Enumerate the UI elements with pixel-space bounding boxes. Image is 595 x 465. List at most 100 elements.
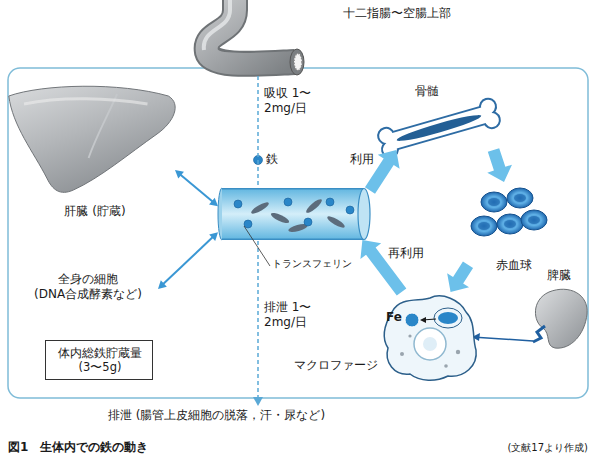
path-shape [24,99,148,104]
ellipse-shape [304,197,323,214]
macrophage-cell: Feマクロファージ [380,292,478,384]
path-shape [9,86,175,192]
path-shape [207,0,295,64]
ellipse-shape [471,216,497,236]
arrowhead [209,198,218,207]
connector [487,148,512,182]
line-shape [244,226,270,266]
bone-marrow-illustration: 骨髄 [372,84,507,150]
arrowhead [209,232,218,241]
macrophage-cell-art [380,292,478,384]
circle-shape [408,334,411,337]
ellipse-shape [478,222,490,230]
annotation-label: (文献17より作成) [438,442,588,455]
figure-caption: 図1 生体内での鉄の動き [8,440,308,455]
spleen-illustration: 脾臓 [515,268,590,353]
ellipse-shape [438,312,458,324]
node-text: 骨髄 [407,84,447,99]
connector [175,170,218,206]
ellipse-shape [395,112,482,145]
arrowhead [158,280,167,289]
rect-shape [222,188,364,240]
excretion-line [257,241,259,398]
path-shape [89,94,118,158]
ellipse-shape [504,220,516,228]
circle-shape [284,198,292,206]
ellipse-shape [488,198,500,206]
node-text: Fe [386,310,406,325]
path-shape [204,0,230,50]
liver-illustration-art [5,82,175,224]
ellipse-shape [528,216,540,224]
spleen-leader-line [472,337,533,341]
rect-shape [384,105,494,151]
iron-storage-box: 体内総鉄貯蔵量 (3〜5g) [45,340,153,380]
path-shape [384,296,476,380]
ellipse-shape [250,200,270,215]
circle-shape [405,313,419,327]
fat-arrow [487,148,512,182]
connector [258,76,259,188]
ellipse-shape [514,194,526,202]
ellipse-shape [270,211,291,225]
ellipse-shape [358,189,370,240]
ellipse-shape [507,188,533,208]
body-outline [8,68,588,398]
edge-label: 再利用 [388,246,432,261]
node-text: 赤血球 [484,258,544,273]
node-text: 体内総鉄貯蔵量 (3〜5g) [46,346,154,375]
node-text: マクロファージ [286,358,378,373]
double-arrow-line [163,237,214,285]
circle-shape [346,206,354,214]
circle-shape [304,218,312,226]
annotation-label: 排泄 (腸管上皮細胞の脱落，汗・尿など) [108,408,448,423]
circle-shape [400,352,404,356]
circle-shape [423,337,437,351]
line-shape [222,188,364,190]
liver-illustration: 肝臓 (貯蔵) [5,82,175,224]
ellipse-shape [290,49,304,75]
double-arrow-line [180,174,213,202]
connector [158,232,218,289]
body-cells-target: 全身の細胞 (DNA合成酵素など) [18,270,158,308]
connector [447,261,473,292]
node-text: 全身の細胞 (DNA合成酵素など) [18,272,158,302]
circle-shape [444,364,448,368]
g-shape [377,98,500,158]
node-text: 脾臓 [543,268,575,283]
g-shape [9,86,175,192]
path-shape [207,0,295,64]
red-blood-cells: 赤血球 [468,182,548,276]
bone-marrow-illustration-art [372,84,507,150]
line-shape [222,239,364,241]
edge-label: 利用 [350,152,382,167]
ellipse-shape [481,192,507,212]
node-text: トランスフェリン [272,258,372,271]
ellipse-shape [294,54,302,71]
circle-shape [414,328,446,360]
circle-shape [244,220,252,228]
circle-shape [456,350,460,354]
circle-shape [326,198,334,206]
annotation-label: 鉄 [266,152,286,167]
path-shape [533,326,545,342]
intestine-illustration: 十二指腸〜空腸上部 [195,0,495,76]
iron-dot [254,156,263,165]
node-text: 肝臓 (貯蔵) [35,204,155,219]
excretion-arrowhead [253,397,263,406]
ellipse-shape [326,214,346,229]
ellipse-shape [497,214,523,234]
dashed-connector [257,76,259,188]
node-text: 十二指腸〜空腸上部 [343,6,493,21]
ellipse-shape [434,308,462,328]
blood-vessel-art [218,188,370,240]
circle-shape [234,200,242,208]
polygon-shape [420,317,426,323]
annotation-label: 排泄 1〜2mg/日 [264,300,336,330]
rect-shape [384,105,494,151]
blood-vessel: トランスフェリン [218,188,370,240]
arrowhead [175,170,184,179]
path-shape [218,188,222,240]
